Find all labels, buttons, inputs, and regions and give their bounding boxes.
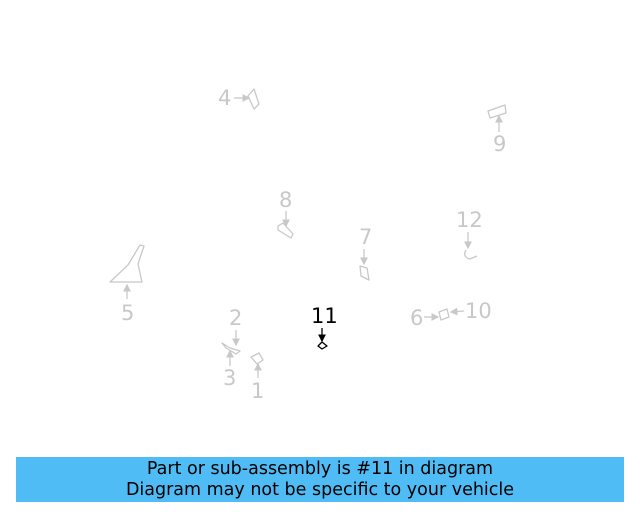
callout-2[interactable]: 2 [229, 306, 242, 330]
part-2-group[interactable]: 2 [229, 306, 242, 347]
banner-line-part-number: Part or sub-assembly is #11 in diagram [146, 459, 494, 479]
part-1-shape[interactable] [250, 352, 264, 365]
part-1-group[interactable]: 1 [250, 352, 264, 403]
banner-line-disclaimer: Diagram may not be specific to your vehi… [125, 479, 515, 500]
part-12-group[interactable]: 12 [456, 208, 483, 260]
part-5-group[interactable]: 5 [109, 244, 145, 325]
part-11-shape[interactable] [317, 341, 328, 350]
part-7-group[interactable]: 7 [359, 225, 372, 281]
callout-4[interactable]: 4 [218, 86, 231, 110]
part-6-10-group[interactable]: 6 10 [410, 299, 492, 330]
part-11-group[interactable]: 11 [311, 304, 338, 350]
callout-7[interactable]: 7 [359, 225, 372, 249]
part-8-group[interactable]: 8 [277, 188, 294, 239]
callout-8[interactable]: 8 [279, 188, 292, 212]
callout-11[interactable]: 11 [311, 304, 338, 328]
callout-1[interactable]: 1 [251, 379, 264, 403]
part-4-group[interactable]: 4 [218, 86, 260, 110]
part-8-shape[interactable] [277, 222, 294, 239]
info-banner: Part or sub-assembly is #11 in diagram D… [16, 457, 624, 502]
callout-9[interactable]: 9 [493, 132, 506, 156]
part-12-shape[interactable] [464, 249, 478, 260]
callout-5[interactable]: 5 [121, 301, 134, 325]
part-5-shape[interactable] [109, 244, 145, 283]
part-3-shape[interactable] [221, 342, 241, 355]
callout-10[interactable]: 10 [465, 299, 492, 323]
parts-diagram: 4 9 8 12 7 5 2 3 [109, 86, 507, 403]
part-4-shape[interactable] [247, 88, 260, 110]
callout-6[interactable]: 6 [410, 306, 423, 330]
part-9-group[interactable]: 9 [487, 104, 507, 156]
callout-3[interactable]: 3 [223, 366, 236, 390]
part-9-shape[interactable] [487, 104, 507, 119]
part-6-10-shape[interactable] [438, 308, 450, 321]
part-3-group[interactable]: 3 [221, 342, 241, 390]
callout-12[interactable]: 12 [456, 208, 483, 232]
part-7-shape[interactable] [359, 265, 370, 281]
leader-10 [449, 307, 465, 316]
